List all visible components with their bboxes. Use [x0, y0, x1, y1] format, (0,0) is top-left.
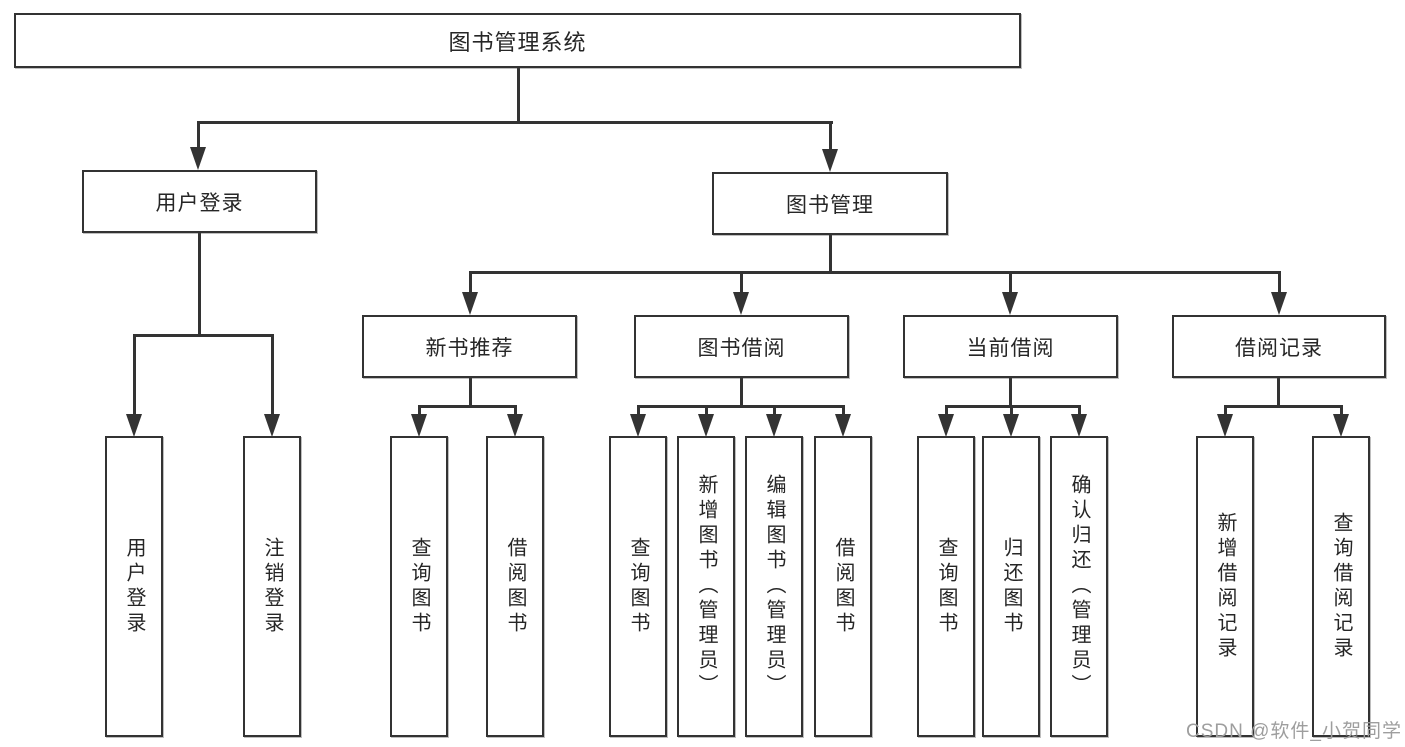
node-label: 图书借阅 [697, 336, 786, 360]
leaf-query-borrow-record: 查询借阅记录 [1312, 436, 1370, 737]
arrow-down-icon [126, 414, 142, 437]
connector-drop-category [1278, 271, 1281, 295]
leaf-borrow-books-recommend: 借阅图书 [486, 436, 544, 737]
connector-root-rail [197, 121, 833, 124]
connector-drop-leaf [773, 405, 776, 417]
arrow-down-icon [507, 414, 523, 437]
node-label: 用户登录 [155, 191, 244, 215]
leaf-label: 用户登录 [123, 536, 145, 637]
leaf-confirm-return-admin: 确认归还（管理员） [1050, 436, 1108, 737]
connector-book-management-rail [469, 271, 1280, 274]
node-label: 图书管理系统 [448, 29, 587, 55]
connector-drop-book-management [829, 121, 832, 151]
leaf-borrow-books: 借阅图书 [814, 436, 872, 737]
connector-drop-leaf [945, 405, 948, 417]
leaf-label: 借阅图书 [504, 536, 526, 637]
arrow-down-icon [264, 414, 280, 437]
arrow-down-icon [630, 414, 646, 437]
node-book-borrowing: 图书借阅 [634, 315, 849, 378]
arrow-down-icon [411, 414, 427, 437]
arrow-down-icon [822, 149, 838, 172]
arrow-down-icon [698, 414, 714, 437]
connector-book-borrowing-stem [740, 376, 743, 408]
connector-drop-leaf [1340, 405, 1343, 417]
leaf-add-books-admin: 新增图书（管理员） [677, 436, 735, 737]
node-label: 当前借阅 [966, 336, 1055, 360]
leaf-return-books: 归还图书 [982, 436, 1040, 737]
arrow-down-icon [733, 292, 749, 315]
leaf-label: 借阅图书 [832, 536, 854, 637]
node-new-book-recommend: 新书推荐 [362, 315, 577, 378]
connector-book-borrowing-rail [637, 405, 844, 408]
node-library-management-system: 图书管理系统 [14, 13, 1021, 68]
connector-drop-category [1009, 271, 1012, 295]
node-label: 新书推荐 [425, 336, 514, 360]
arrow-down-icon [1271, 292, 1287, 315]
leaf-label: 注销登录 [261, 536, 283, 637]
leaf-label: 查询借阅记录 [1330, 511, 1352, 662]
connector-drop-leaf [271, 334, 274, 416]
connector-borrow-records-stem [1277, 376, 1280, 408]
leaf-query-books-current: 查询图书 [917, 436, 975, 737]
node-current-borrowing: 当前借阅 [903, 315, 1118, 378]
connector-drop-leaf [1078, 405, 1081, 417]
arrow-down-icon [1071, 414, 1087, 437]
leaf-label: 确认归还（管理员） [1068, 474, 1090, 699]
connector-book-management-stem [829, 233, 832, 273]
leaf-add-borrow-record: 新增借阅记录 [1196, 436, 1254, 737]
csdn-watermark: CSDN @软件_小贺同学 [1186, 721, 1402, 742]
connector-drop-leaf [514, 405, 517, 417]
node-label: 借阅记录 [1235, 336, 1323, 360]
connector-user-login-rail [133, 334, 274, 337]
connector-drop-leaf [842, 405, 845, 417]
connector-drop-leaf [133, 334, 136, 416]
connector-drop-leaf [418, 405, 421, 417]
connector-drop-leaf [637, 405, 640, 417]
leaf-logout: 注销登录 [243, 436, 301, 737]
leaf-label: 查询图书 [408, 536, 430, 637]
arrow-down-icon [462, 292, 478, 315]
connector-drop-category [740, 271, 743, 295]
arrow-down-icon [766, 414, 782, 437]
connector-root-stem [517, 68, 520, 123]
arrow-down-icon [835, 414, 851, 437]
node-user-login: 用户登录 [82, 170, 317, 233]
arrow-down-icon [1002, 292, 1018, 315]
leaf-label: 新增借阅记录 [1214, 511, 1236, 662]
connector-new-book-stem [469, 376, 472, 408]
arrow-down-icon [190, 147, 206, 170]
node-label: 图书管理 [786, 193, 874, 217]
connector-current-borrowing-stem [1009, 376, 1012, 408]
connector-drop-leaf [1224, 405, 1227, 417]
leaf-label: 新增图书（管理员） [695, 474, 717, 699]
arrow-down-icon [1333, 414, 1349, 437]
arrow-down-icon [938, 414, 954, 437]
connector-borrow-records-rail [1224, 405, 1342, 408]
leaf-edit-books-admin: 编辑图书（管理员） [745, 436, 803, 737]
node-book-management: 图书管理 [712, 172, 948, 235]
arrow-down-icon [1003, 414, 1019, 437]
connector-user-login-stem [198, 231, 201, 336]
leaf-user-login: 用户登录 [105, 436, 163, 737]
leaf-label: 查询图书 [935, 536, 957, 637]
leaf-label: 归还图书 [1000, 536, 1022, 637]
connector-drop-category [469, 271, 472, 295]
connector-new-book-rail [418, 405, 517, 408]
connector-drop-leaf [705, 405, 708, 417]
node-borrow-records: 借阅记录 [1172, 315, 1386, 378]
leaf-query-books-recommend: 查询图书 [390, 436, 448, 737]
arrow-down-icon [1217, 414, 1233, 437]
connector-drop-leaf [1010, 405, 1013, 417]
leaf-label: 编辑图书（管理员） [763, 474, 785, 699]
leaf-query-books-borrowing: 查询图书 [609, 436, 667, 737]
connector-drop-user-login [197, 121, 200, 149]
leaf-label: 查询图书 [627, 536, 649, 637]
